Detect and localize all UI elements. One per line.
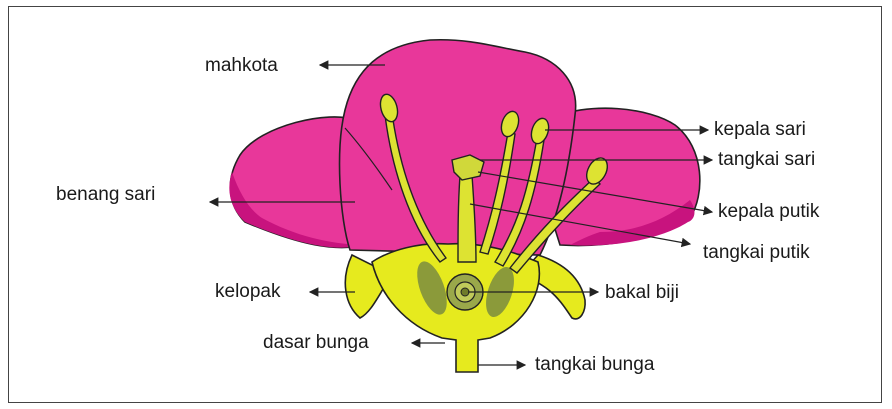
ovule-core	[461, 288, 469, 296]
label-mahkota: mahkota	[205, 56, 278, 75]
label-kepala-sari: kepala sari	[714, 120, 806, 139]
label-tangkai-sari: tangkai sari	[718, 150, 815, 169]
pistil-style	[458, 175, 476, 262]
label-bakal-biji: bakal biji	[605, 283, 679, 302]
label-tangkai-putik: tangkai putik	[703, 243, 810, 262]
label-benang-sari: benang sari	[56, 185, 155, 204]
label-kelopak: kelopak	[215, 282, 281, 301]
label-dasar-bunga: dasar bunga	[263, 333, 369, 352]
label-tangkai-bunga: tangkai bunga	[535, 355, 654, 374]
label-kepala-putik: kepala putik	[718, 202, 819, 221]
